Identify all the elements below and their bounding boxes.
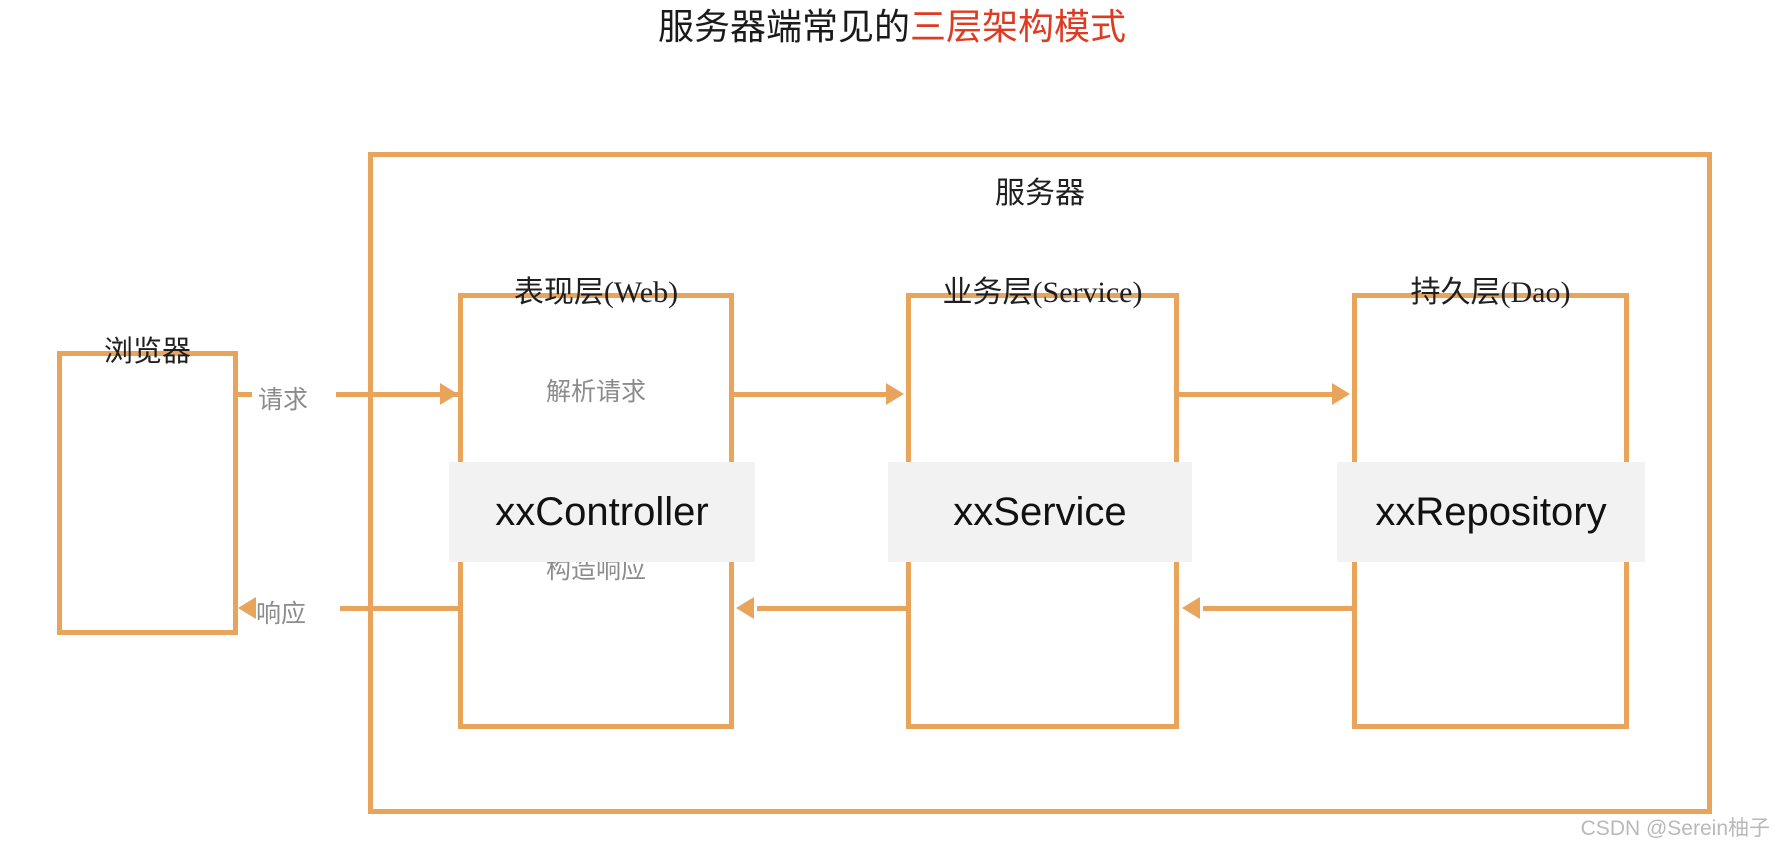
class-band-repository: xxRepository: [1337, 462, 1645, 562]
response-line-segment-right: [340, 606, 460, 611]
browser-label: 浏览器: [103, 336, 191, 368]
server-label: 服务器: [995, 177, 1085, 210]
web-to-service-line: [733, 392, 888, 397]
layer-title-service: 业务层(Service): [942, 276, 1143, 309]
layer-title-dao: 持久层(Dao): [1410, 276, 1571, 309]
service-to-web-arrowhead-icon: [736, 597, 754, 619]
browser-box: [57, 351, 238, 635]
page-title-plain: 服务器端常见的: [657, 7, 910, 47]
dao-to-service-arrowhead-icon: [1182, 597, 1200, 619]
service-to-dao-line: [1179, 392, 1334, 397]
layer-title-web: 表现层(Web): [513, 276, 679, 309]
service-to-dao-arrowhead-icon: [1332, 383, 1350, 405]
web-to-service-arrowhead-icon: [886, 383, 904, 405]
class-band-service: xxService: [888, 462, 1192, 562]
dao-to-service-line: [1203, 606, 1355, 611]
request-line-segment-right: [336, 392, 460, 397]
note-parse-request: 解析请求: [545, 379, 646, 406]
request-arrowhead-icon: [440, 383, 458, 405]
watermark: CSDN @Serein柚子: [1580, 817, 1770, 840]
class-band-controller: xxController: [449, 462, 755, 562]
page-title-accent: 三层架构模式: [910, 7, 1127, 47]
request-label: 请求: [252, 380, 315, 416]
service-to-web-line: [757, 606, 909, 611]
response-arrowhead-icon: [238, 597, 256, 619]
response-label: 响应: [250, 594, 313, 630]
page-title: 服务器端常见的三层架构模式: [0, 4, 1784, 50]
